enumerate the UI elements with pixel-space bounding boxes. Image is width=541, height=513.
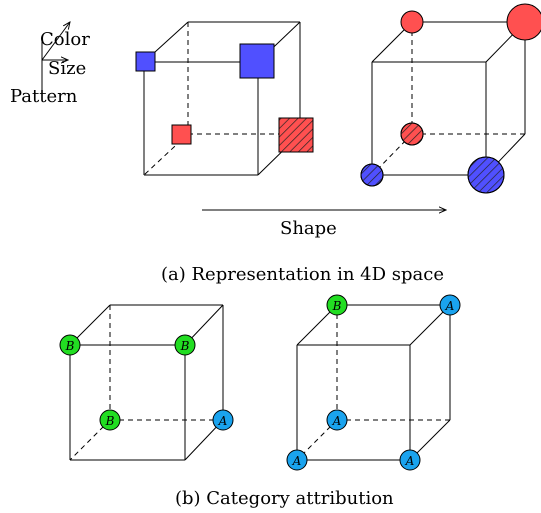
cube-a-circles [371, 21, 526, 176]
cube-b-right [296, 304, 451, 461]
node-b-top-back: B [326, 294, 348, 316]
large-blue-square [239, 43, 275, 79]
small-red-hatched-circle [400, 122, 424, 146]
large-blue-hatched-circle [467, 156, 505, 194]
svg-text:B: B [332, 299, 342, 313]
axis-legend: Color Size Pattern [10, 22, 90, 107]
color-axis-label: Color [40, 29, 90, 50]
node-b-top-left: B [59, 334, 81, 356]
node-a-bottom-back: A [326, 409, 348, 431]
svg-text:A: A [218, 414, 228, 428]
svg-text:A: A [405, 454, 415, 468]
svg-text:A: A [332, 414, 342, 428]
cube-b-left [69, 304, 224, 461]
small-blue-hatched-circle [360, 163, 384, 187]
small-red-circle [400, 10, 424, 34]
svg-text:A: A [445, 299, 455, 313]
large-red-circle [506, 3, 541, 41]
pattern-axis-label: Pattern [10, 86, 78, 107]
svg-text:B: B [65, 339, 75, 353]
caption-b: (b) Category attribution [175, 488, 394, 509]
svg-text:B: B [180, 339, 190, 353]
caption-a: (a) Representation in 4D space [161, 264, 444, 285]
cube-a-squares [143, 21, 301, 176]
large-red-hatched-square [278, 117, 314, 153]
node-a-bottom-right-back: A [212, 409, 234, 431]
svg-text:A: A [292, 454, 302, 468]
node-a-bottom-left-front: A [286, 449, 308, 471]
node-b-top-right: B [174, 334, 196, 356]
size-axis-label: Size [48, 58, 86, 79]
shape-axis-label: Shape [280, 218, 337, 239]
small-blue-square [135, 51, 156, 72]
small-red-square [171, 124, 192, 145]
node-a-top-right-back: A [439, 294, 461, 316]
node-a-bottom-right-front: A [399, 449, 421, 471]
svg-text:B: B [105, 414, 115, 428]
node-b-bottom-back: B [99, 409, 121, 431]
